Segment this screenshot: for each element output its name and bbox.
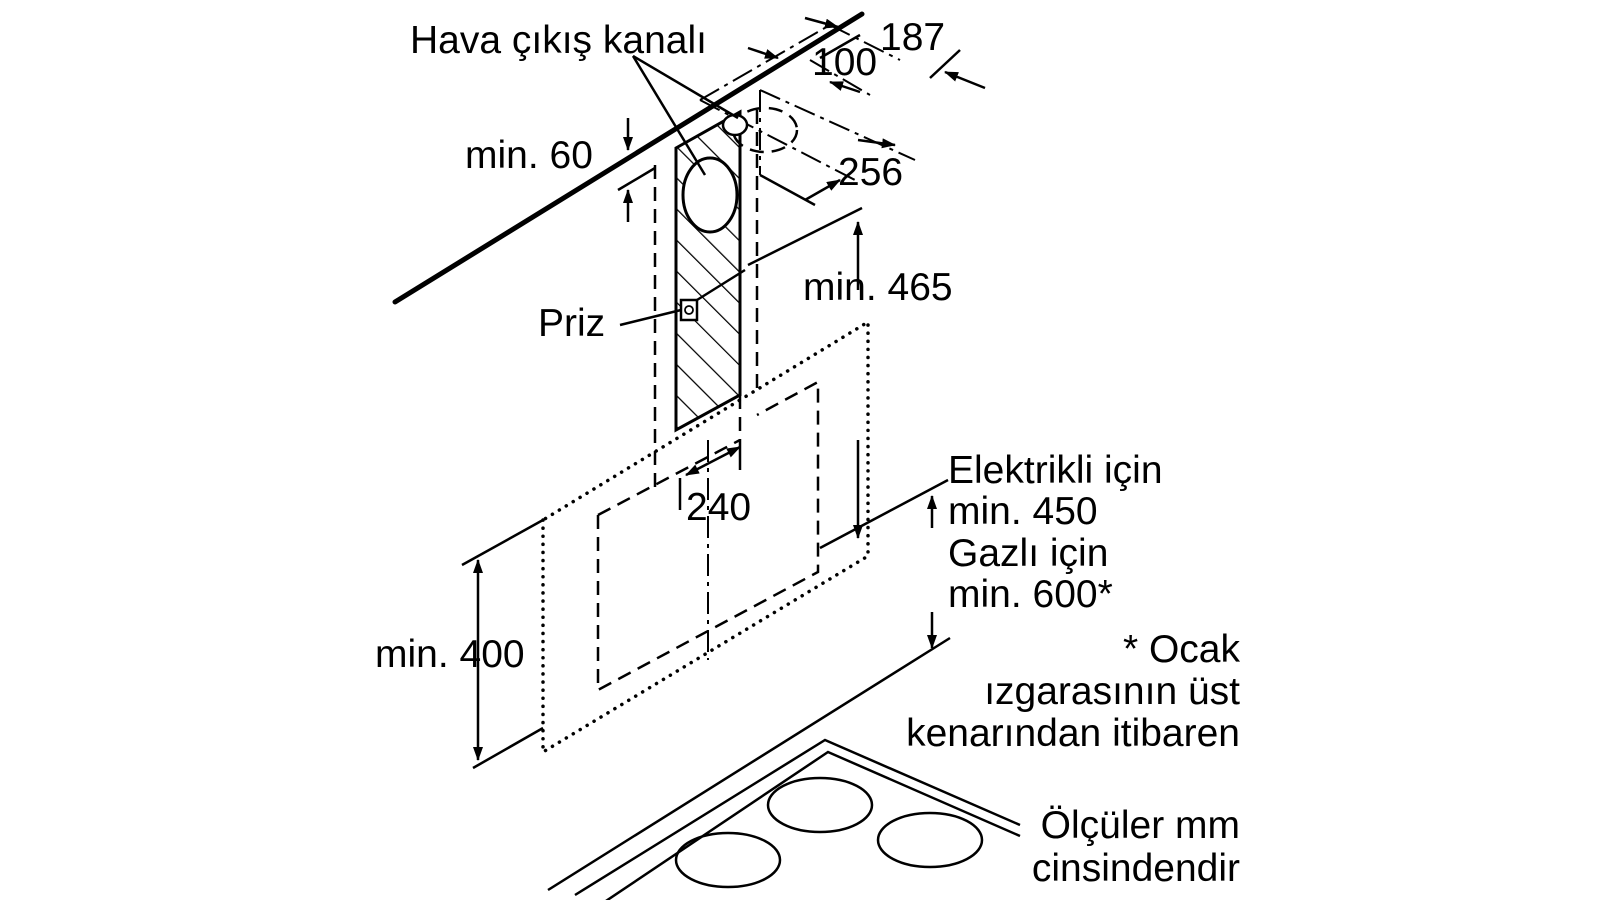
wall-duct-opening — [681, 156, 739, 234]
label-note-line2: ızgarasının üst — [984, 670, 1240, 713]
label-dim-min400: min. 400 — [375, 633, 525, 676]
dim-min450-arrows — [819, 478, 949, 649]
label-electric-line1: Elektrikli için — [948, 449, 1163, 492]
dim-256-arrows — [759, 138, 896, 207]
label-dim-256: 256 — [838, 151, 903, 194]
hood-dotted-outline — [541, 318, 870, 756]
socket-icon — [679, 298, 699, 322]
label-note-line1: * Ocak — [1123, 628, 1241, 671]
burner-1 — [766, 776, 874, 834]
ceiling-line — [392, 11, 865, 305]
leader-lines — [619, 54, 746, 327]
label-dim-min465: min. 465 — [803, 266, 953, 309]
dim-187-arrows — [804, 16, 986, 90]
dim-min60-arrows — [617, 118, 656, 222]
label-socket: Priz — [538, 302, 605, 345]
dim-min465-arrows — [747, 206, 863, 539]
label-dim-100: 100 — [812, 41, 877, 84]
label-gas-line1: Gazlı için — [948, 532, 1108, 575]
label-note-line3: kenarından itibaren — [906, 712, 1240, 755]
dim-240-arrows — [678, 440, 742, 510]
label-dim-240: 240 — [686, 486, 751, 529]
label-gas-line2: min. 600* — [948, 573, 1113, 616]
chimney-outline — [653, 110, 759, 660]
label-dim-187: 187 — [880, 16, 945, 59]
burner-3 — [674, 831, 782, 889]
dim-min400-arrows — [461, 518, 544, 770]
cooktop — [547, 636, 1021, 905]
ceiling-duct-opening — [731, 106, 799, 154]
burner-2 — [876, 811, 984, 869]
label-air-outlet: Hava çıkış kanalı — [410, 19, 707, 62]
dim-100-arrows — [747, 33, 861, 94]
label-units-line2: cinsindendir — [1032, 847, 1240, 890]
label-dim-min60: min. 60 — [465, 134, 593, 177]
label-electric-line2: min. 450 — [948, 490, 1098, 533]
label-units-line1: Ölçüler mm — [1041, 804, 1240, 847]
ceiling-duct-outline — [699, 24, 916, 181]
